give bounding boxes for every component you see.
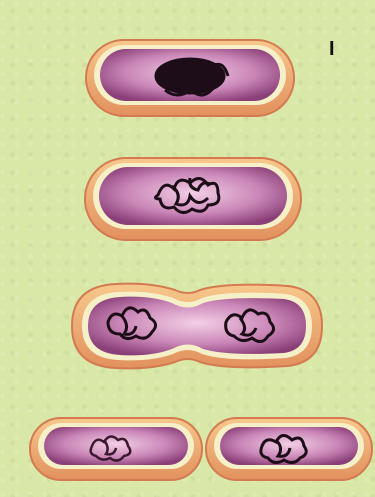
bacterium-stage-1 [86,40,294,116]
bacterium-stage-3 [72,284,322,369]
bacterium-stage-2 [85,158,301,240]
panel-label: I [329,38,335,61]
daughter-cell-right [206,418,372,480]
daughter-cell-left [30,418,202,480]
cytoplasm [99,167,287,225]
cytoplasm [220,427,358,465]
